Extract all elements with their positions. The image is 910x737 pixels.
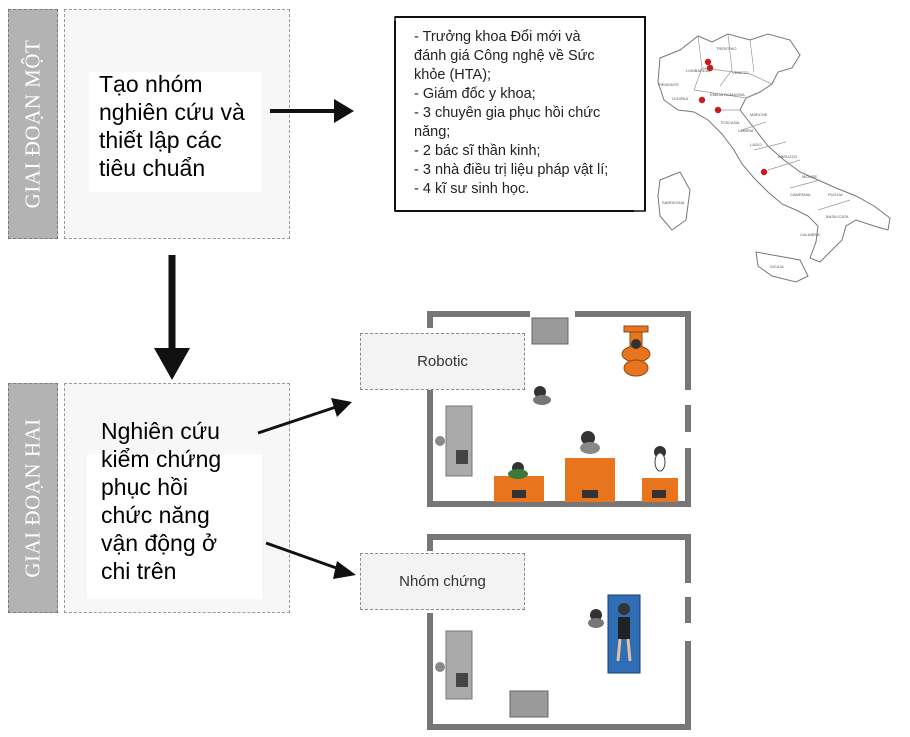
svg-text:LOMBARDIA: LOMBARDIA	[686, 68, 710, 73]
arrow-head-phase-two	[154, 348, 190, 380]
robotic-room-label: Robotic	[360, 333, 525, 390]
svg-text:PIEMONTE: PIEMONTE	[658, 82, 679, 87]
treatment-bed	[588, 594, 641, 674]
svg-text:MARCHE: MARCHE	[750, 112, 768, 117]
phase-two-text-bg	[87, 454, 262, 599]
map-location-dots	[698, 58, 768, 176]
phase-two-label: GIAI ĐOẠN HAI	[8, 383, 58, 613]
phase-one-text-bg	[89, 72, 261, 192]
svg-text:PUGLIA: PUGLIA	[828, 192, 843, 197]
italy-map: LOMBARDIA VENETO PIEMONTE EMILIA ROMAGNA…	[657, 33, 891, 283]
svg-text:UMBRIA: UMBRIA	[738, 128, 754, 133]
robot-device	[621, 325, 651, 377]
svg-text:SARDEGNA: SARDEGNA	[662, 200, 685, 205]
svg-text:LAZIO: LAZIO	[750, 142, 762, 147]
phase-one-box: Tạo nhóm nghiên cứu và thiết lập các tiê…	[64, 9, 290, 239]
svg-text:BASILICATA: BASILICATA	[826, 214, 849, 219]
svg-text:TRENTINO: TRENTINO	[716, 46, 736, 51]
svg-text:LIGURIA: LIGURIA	[672, 96, 688, 101]
svg-text:CALABRIA: CALABRIA	[800, 232, 820, 237]
patients	[508, 386, 666, 479]
phase-one-label: GIAI ĐOẠN MỘT	[8, 9, 58, 239]
arrow-head-team	[334, 99, 354, 123]
svg-text:ABRUZZO: ABRUZZO	[778, 154, 797, 159]
svg-text:MOLISE: MOLISE	[802, 174, 817, 179]
svg-text:SICILIA: SICILIA	[770, 264, 784, 269]
robotic-room-plan	[427, 311, 691, 507]
svg-text:CAMPANIA: CAMPANIA	[790, 192, 811, 197]
team-box-frame	[394, 16, 646, 212]
svg-text:VENETO: VENETO	[732, 70, 748, 75]
control-room-label: Nhóm chứng	[360, 553, 525, 610]
svg-text:EMILIA ROMAGNA: EMILIA ROMAGNA	[710, 92, 745, 97]
phase-one-text: Tạo nhóm nghiên cứu và thiết lập các tiê…	[99, 71, 245, 181]
team-box: - Trưởng khoa Đổi mới và đánh giá Công n…	[392, 15, 649, 213]
svg-text:TOSCANA: TOSCANA	[720, 120, 740, 125]
control-room-plan	[427, 534, 691, 730]
phase-two-box: Nghiên cứu kiểm chứng phục hồi chức năng…	[64, 383, 290, 613]
team-member-list: - Trưởng khoa Đổi mới và đánh giá Công n…	[414, 29, 609, 197]
phase-two-text: Nghiên cứu kiểm chứng phục hồi chức năng…	[101, 418, 222, 584]
